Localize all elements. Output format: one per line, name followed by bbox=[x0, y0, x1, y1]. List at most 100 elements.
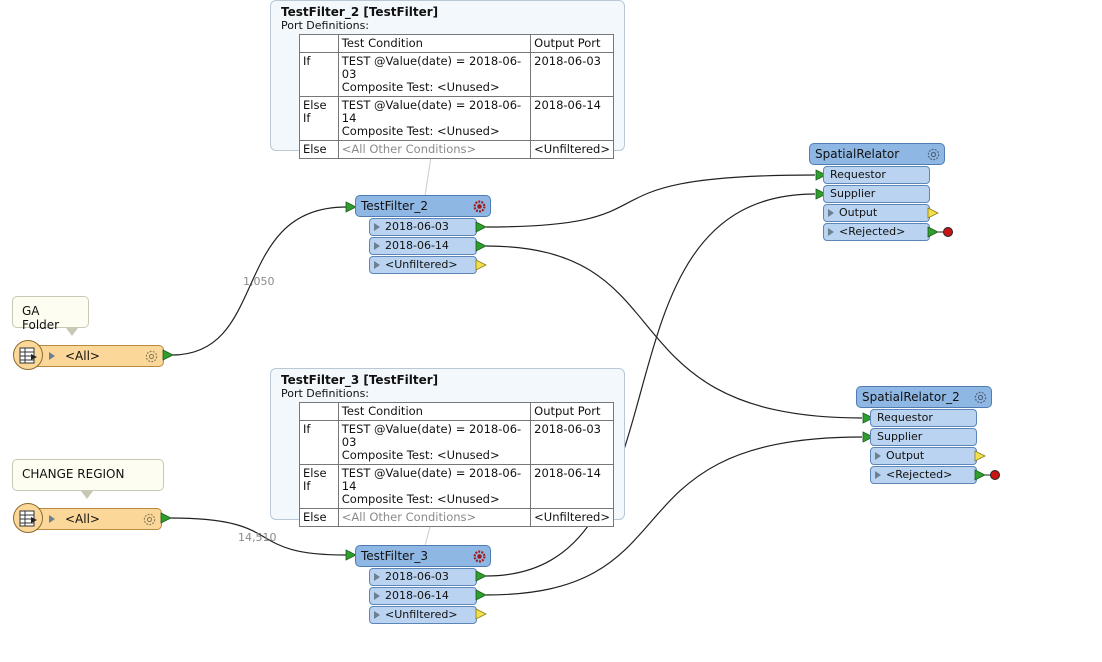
port-label: Output bbox=[839, 206, 878, 219]
transformer-spatialrelator2[interactable]: SpatialRelator_2 bbox=[856, 386, 992, 408]
output-port-unfiltered[interactable]: <Unfiltered> bbox=[369, 256, 477, 274]
input-port-connected-icon[interactable] bbox=[862, 431, 874, 443]
expand-triangle-icon[interactable] bbox=[49, 515, 55, 523]
row-port: 2018-06-03 bbox=[530, 52, 614, 97]
gear-icon[interactable] bbox=[926, 147, 941, 162]
gear-icon[interactable] bbox=[973, 390, 988, 405]
reader-table-icon[interactable] bbox=[13, 503, 43, 533]
input-port-connected-icon[interactable] bbox=[345, 549, 357, 561]
row-kind: Else bbox=[299, 508, 339, 527]
header-cell: Output Port bbox=[530, 34, 614, 53]
expand-triangle-icon[interactable] bbox=[374, 261, 380, 269]
output-port-connected-icon[interactable] bbox=[475, 570, 487, 582]
wire-tf2-0603-to-relator-requestor bbox=[485, 174, 816, 228]
expand-triangle-icon[interactable] bbox=[374, 223, 380, 231]
row-port: <Unfiltered> bbox=[530, 508, 614, 527]
output-port-rejected[interactable]: <Rejected> bbox=[870, 466, 977, 484]
port-label: Requestor bbox=[877, 411, 933, 424]
expand-triangle-icon[interactable] bbox=[875, 471, 881, 479]
row-port: 2018-06-03 bbox=[530, 420, 614, 465]
output-port-connected-icon[interactable] bbox=[974, 469, 986, 481]
input-port-requestor[interactable]: Requestor bbox=[870, 409, 977, 427]
output-port-unconnected-icon[interactable] bbox=[475, 259, 487, 271]
input-port-requestor[interactable]: Requestor bbox=[823, 166, 930, 184]
annotation-testfilter2: TestFilter_2 [TestFilter] Port Definitio… bbox=[270, 0, 625, 159]
gear-icon[interactable] bbox=[472, 199, 487, 214]
header-cell: Output Port bbox=[530, 402, 614, 421]
output-port-connected-icon[interactable] bbox=[475, 240, 487, 252]
bubble-tail bbox=[66, 328, 78, 336]
bookmark-bubble-change-region[interactable]: CHANGE REGION bbox=[12, 459, 164, 491]
output-port-connected-icon[interactable] bbox=[475, 589, 487, 601]
row-condition: <All Other Conditions> bbox=[337, 508, 532, 527]
port-label: 2018-06-14 bbox=[385, 239, 449, 252]
input-port-connected-icon[interactable] bbox=[862, 412, 874, 424]
table-icon bbox=[19, 347, 37, 364]
condition-test: TEST @Value(date) = 2018-06-14 bbox=[341, 466, 522, 493]
port-label: <Unfiltered> bbox=[385, 258, 458, 271]
expand-triangle-icon[interactable] bbox=[875, 452, 881, 460]
header-cell: Test Condition bbox=[337, 402, 532, 421]
row-kind: Else If bbox=[299, 96, 339, 141]
output-port-2018-06-14[interactable]: 2018-06-14 bbox=[369, 237, 477, 255]
output-port-unconnected-icon[interactable] bbox=[974, 450, 986, 462]
bookmark-bubble-ga-folder[interactable]: GA Folder bbox=[12, 296, 89, 332]
condition-composite: Composite Test: <Unused> bbox=[341, 448, 500, 462]
feature-count-label: 14,510 bbox=[238, 531, 277, 544]
reader-node-ga-folder[interactable]: <All> bbox=[28, 345, 164, 367]
port-label: Supplier bbox=[877, 430, 923, 443]
transformer-testfilter3[interactable]: TestFilter_3 bbox=[355, 545, 491, 567]
port-label: 2018-06-14 bbox=[385, 589, 449, 602]
gear-icon[interactable] bbox=[144, 349, 159, 364]
annotation-subtitle: Port Definitions: bbox=[281, 387, 370, 400]
condition-composite: Composite Test: <Unused> bbox=[341, 80, 500, 94]
expand-triangle-icon[interactable] bbox=[374, 611, 380, 619]
expand-triangle-icon[interactable] bbox=[374, 592, 380, 600]
output-port-output[interactable]: Output bbox=[823, 204, 930, 222]
gear-icon[interactable] bbox=[142, 512, 157, 527]
input-port-supplier[interactable]: Supplier bbox=[870, 428, 977, 446]
expand-triangle-icon[interactable] bbox=[828, 209, 834, 217]
expand-triangle-icon[interactable] bbox=[828, 228, 834, 236]
input-port-connected-icon[interactable] bbox=[815, 188, 827, 200]
output-port-2018-06-03[interactable]: 2018-06-03 bbox=[369, 218, 477, 236]
expand-triangle-icon[interactable] bbox=[49, 352, 55, 360]
transformer-name: SpatialRelator_2 bbox=[862, 390, 960, 404]
output-port-unconnected-icon[interactable] bbox=[927, 207, 939, 219]
row-port: 2018-06-14 bbox=[530, 96, 614, 141]
output-port-connected-icon[interactable] bbox=[160, 512, 172, 524]
output-port-connected-icon[interactable] bbox=[927, 226, 939, 238]
expand-triangle-icon[interactable] bbox=[374, 573, 380, 581]
output-port-unfiltered[interactable]: <Unfiltered> bbox=[369, 606, 477, 624]
output-port-connected-icon[interactable] bbox=[475, 221, 487, 233]
reader-table-icon[interactable] bbox=[13, 340, 43, 370]
transformer-name: TestFilter_2 bbox=[361, 199, 428, 213]
table-row: Else <All Other Conditions> <Unfiltered> bbox=[299, 140, 614, 159]
input-port-connected-icon[interactable] bbox=[345, 201, 357, 213]
rejected-dot-1 bbox=[943, 227, 953, 237]
reader-node-change-region[interactable]: <All> bbox=[28, 508, 162, 530]
annotation-title: TestFilter_2 [TestFilter] bbox=[281, 5, 439, 19]
transformer-spatialrelator[interactable]: SpatialRelator bbox=[809, 143, 945, 165]
input-port-supplier[interactable]: Supplier bbox=[823, 185, 930, 203]
feature-count-label: 1,050 bbox=[243, 275, 275, 288]
port-label: Requestor bbox=[830, 168, 886, 181]
bubble-label: CHANGE REGION bbox=[22, 467, 125, 481]
input-port-connected-icon[interactable] bbox=[815, 169, 827, 181]
output-port-unconnected-icon[interactable] bbox=[475, 608, 487, 620]
annotation-title: TestFilter_3 [TestFilter] bbox=[281, 373, 439, 387]
output-port-connected-icon[interactable] bbox=[162, 349, 174, 361]
gear-icon[interactable] bbox=[472, 549, 487, 564]
output-port-2018-06-14[interactable]: 2018-06-14 bbox=[369, 587, 477, 605]
output-port-rejected[interactable]: <Rejected> bbox=[823, 223, 930, 241]
output-port-2018-06-03[interactable]: 2018-06-03 bbox=[369, 568, 477, 586]
expand-triangle-icon[interactable] bbox=[374, 242, 380, 250]
output-port-output[interactable]: Output bbox=[870, 447, 977, 465]
transformer-testfilter2[interactable]: TestFilter_2 bbox=[355, 195, 491, 217]
port-definitions-table: Test Condition Output Port If TEST @Valu… bbox=[299, 402, 614, 527]
